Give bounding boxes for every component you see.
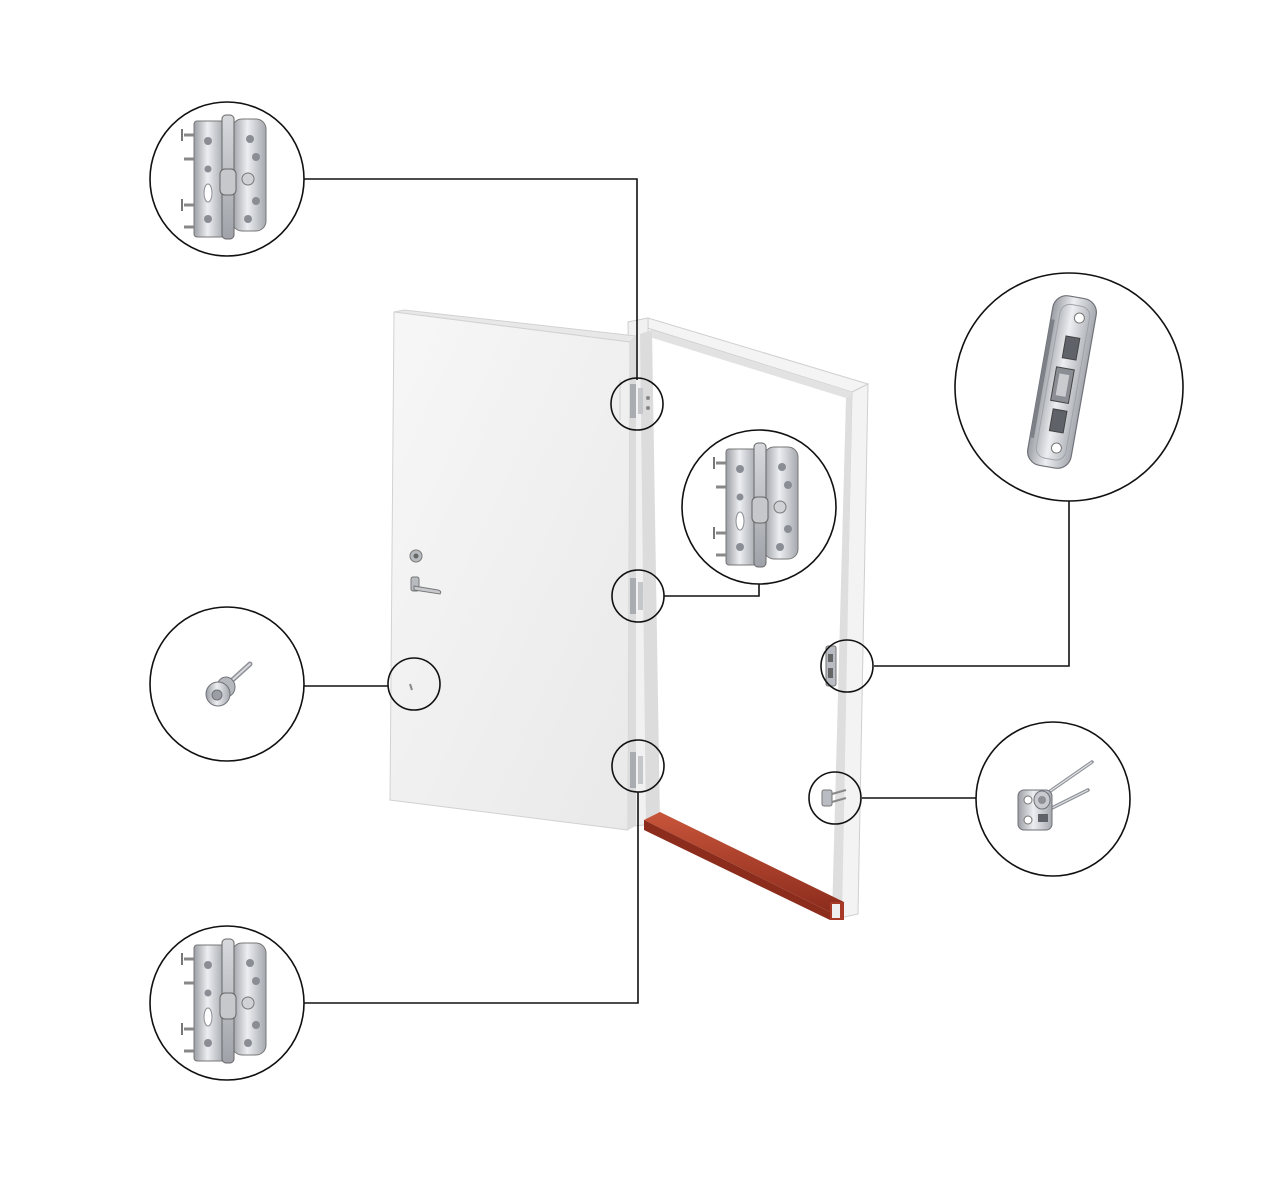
door-leaf — [389, 309, 638, 831]
callout-hinge-middle — [681, 429, 837, 585]
marker-hinge-middle — [611, 569, 665, 623]
hinge-icon — [180, 113, 268, 241]
strike-plate-icon — [1027, 295, 1097, 469]
strike-plate-on-frame — [825, 645, 837, 687]
hinge-on-door-middle — [630, 578, 643, 614]
callout-security-stud — [149, 606, 305, 762]
marker-hinge-bottom — [611, 739, 665, 793]
threshold — [644, 812, 844, 920]
security-stud-icon — [205, 661, 253, 707]
leader-hinge-middle — [664, 584, 760, 597]
lock-pin-on-frame — [821, 789, 847, 807]
leader-strike-plate — [874, 500, 1070, 667]
leader-hinge-top — [304, 178, 638, 380]
hinge-on-door-bottom — [630, 752, 643, 788]
callout-hinge-top — [149, 101, 305, 257]
marker-circles — [387, 377, 874, 825]
marker-security-stud — [387, 657, 441, 711]
hinge-on-door-top — [630, 384, 650, 418]
leader-lines — [304, 178, 1070, 1004]
callout-lock-pin — [975, 721, 1131, 877]
security-stud-on-door — [409, 683, 413, 691]
marker-hinge-top — [610, 377, 664, 431]
hinge-icon — [712, 441, 800, 569]
lock-pin-icon — [1017, 760, 1094, 831]
callout-hinge-bottom — [149, 925, 305, 1081]
leader-hinge-bottom — [304, 792, 639, 1004]
door-handle — [410, 576, 442, 595]
hinge-icon — [180, 937, 268, 1065]
door-lock-cylinder — [409, 549, 423, 563]
marker-lock-pin — [808, 771, 862, 825]
callout-strike-plate — [954, 272, 1184, 502]
marker-strike-plate — [820, 639, 874, 693]
